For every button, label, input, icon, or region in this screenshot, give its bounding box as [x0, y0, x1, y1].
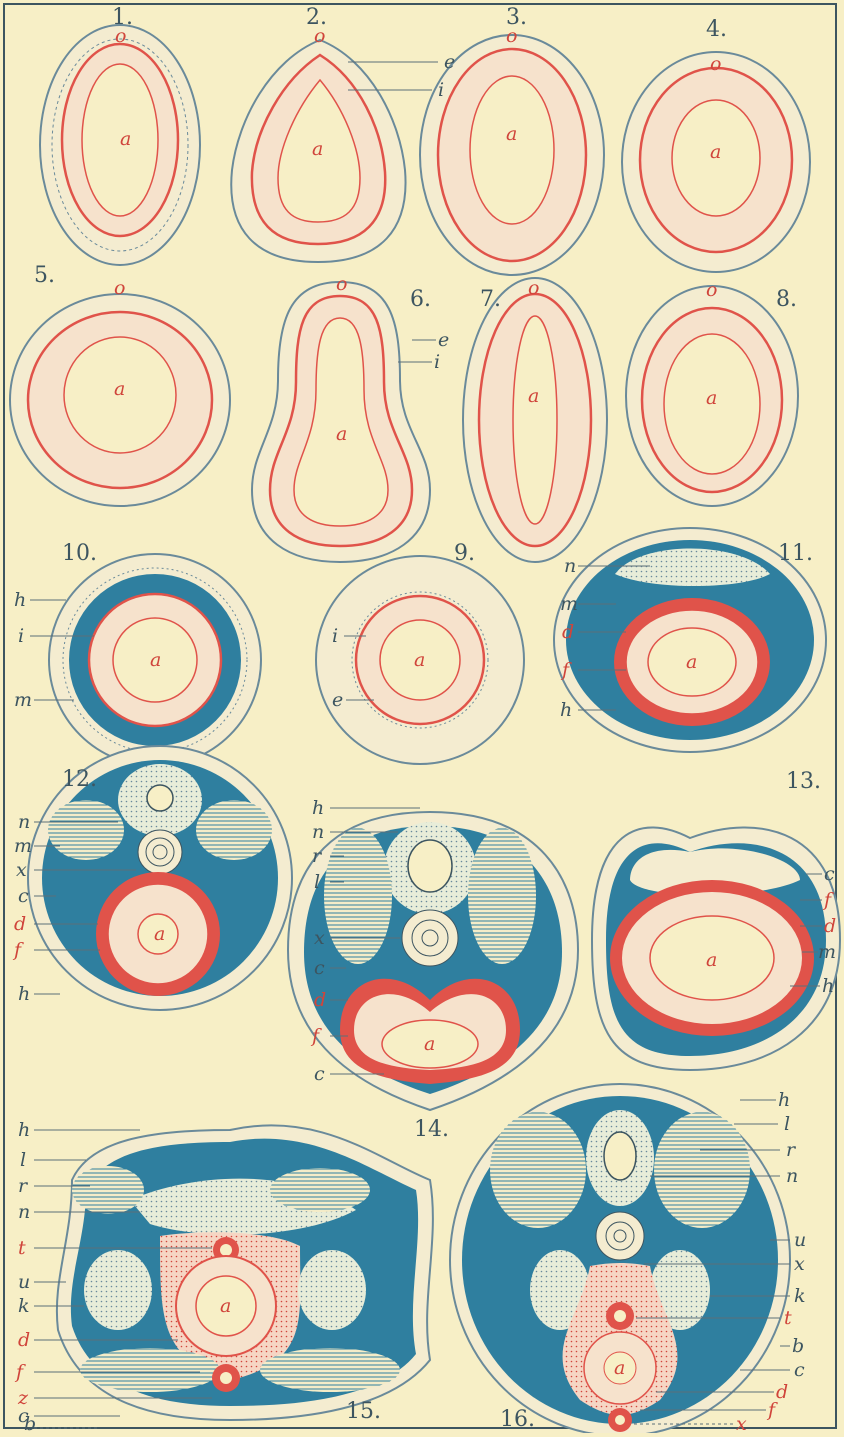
- label-o: o: [528, 277, 539, 299]
- label-e: e: [438, 329, 449, 351]
- fig-number-5: 5.: [34, 263, 55, 288]
- label-i: i: [434, 351, 440, 373]
- fig-number-13: 13.: [786, 769, 821, 794]
- label-m: m: [818, 941, 836, 963]
- label-h: h: [18, 983, 30, 1005]
- label-h: h: [18, 1119, 30, 1141]
- label-a: a: [614, 1357, 625, 1379]
- label-a: a: [336, 423, 347, 445]
- label-x: x: [314, 927, 325, 949]
- label-a: a: [414, 649, 425, 671]
- label-k: k: [794, 1285, 806, 1307]
- label-o: o: [710, 53, 721, 75]
- label-d: d: [314, 989, 326, 1011]
- label-a: a: [506, 123, 517, 145]
- label-o: o: [706, 279, 717, 301]
- fig-number-14: 14.: [414, 1117, 449, 1142]
- figure-6: [252, 282, 430, 562]
- label-a: a: [528, 385, 539, 407]
- fig-number-4: 4.: [706, 17, 727, 42]
- label-m: m: [14, 689, 32, 711]
- label-h: h: [822, 975, 834, 997]
- label-a: a: [706, 387, 717, 409]
- label-f: f: [14, 1361, 26, 1383]
- label-e: e: [444, 51, 455, 73]
- fig-number-10: 10.: [62, 541, 97, 566]
- label-c: c: [794, 1359, 805, 1381]
- fig-number-8: 8.: [776, 287, 797, 312]
- fig-number-9: 9.: [454, 541, 475, 566]
- fig-number-16: 16.: [500, 1407, 535, 1432]
- label-l: l: [784, 1113, 790, 1135]
- label-a: a: [220, 1295, 231, 1317]
- label-a: a: [150, 649, 161, 671]
- label-t: t: [784, 1307, 792, 1329]
- label-e: e: [332, 689, 343, 711]
- label-a: a: [424, 1033, 435, 1055]
- label-n: n: [18, 811, 30, 833]
- label-m: m: [14, 835, 32, 857]
- label-h: h: [312, 797, 324, 819]
- label-a: a: [114, 378, 125, 400]
- figure-16: [450, 1084, 790, 1433]
- label-i: i: [332, 625, 338, 647]
- label-n: n: [312, 821, 324, 843]
- label-c: c: [314, 957, 325, 979]
- label-a: a: [312, 138, 323, 160]
- fig-number-15: 15.: [346, 1399, 381, 1424]
- label-d: d: [776, 1381, 788, 1403]
- label-b: b: [792, 1335, 804, 1357]
- label-r: r: [18, 1175, 29, 1197]
- label-o: o: [336, 273, 347, 295]
- fig-number-7: 7.: [480, 287, 501, 312]
- label-a: a: [686, 651, 697, 673]
- label-o: o: [114, 277, 125, 299]
- label-l: l: [314, 871, 320, 893]
- fig-number-12: 12.: [62, 767, 97, 792]
- label-d: d: [824, 915, 836, 937]
- label-h: h: [778, 1089, 790, 1111]
- label-x: x: [16, 859, 27, 881]
- label-x: x: [736, 1413, 747, 1433]
- label-d: d: [14, 913, 26, 935]
- figure-14: [288, 812, 578, 1110]
- label-h: h: [560, 699, 572, 721]
- fig-number-11: 11.: [778, 541, 813, 566]
- label-c: c: [18, 885, 29, 907]
- figure-15: [57, 1125, 433, 1420]
- figure-7: [463, 278, 607, 562]
- label-m: m: [560, 593, 578, 615]
- label-t: t: [18, 1237, 26, 1259]
- label-n: n: [564, 555, 576, 577]
- label-o: o: [115, 25, 126, 47]
- label-b: b: [24, 1413, 36, 1433]
- label-l: l: [20, 1149, 26, 1171]
- label-a: a: [120, 128, 131, 150]
- label-n: n: [18, 1201, 30, 1223]
- label-k: k: [18, 1295, 30, 1317]
- label-h: h: [14, 589, 26, 611]
- label-r: r: [786, 1139, 797, 1161]
- label-u: u: [794, 1229, 806, 1251]
- label-o: o: [506, 25, 517, 47]
- label-c: c: [314, 1063, 325, 1085]
- label-a: a: [706, 949, 717, 971]
- label-i: i: [18, 625, 24, 647]
- label-c: c: [824, 863, 835, 885]
- label-d: d: [18, 1329, 30, 1351]
- figure-5: [10, 294, 230, 506]
- fig-number-6: 6.: [410, 287, 431, 312]
- label-a: a: [710, 141, 721, 163]
- label-a: a: [154, 923, 165, 945]
- label-n: n: [786, 1165, 798, 1187]
- label-f: f: [12, 939, 24, 961]
- label-x: x: [794, 1253, 805, 1275]
- label-o: o: [314, 25, 325, 47]
- label-i: i: [438, 79, 444, 101]
- label-u: u: [18, 1271, 30, 1293]
- label-d: d: [562, 621, 574, 643]
